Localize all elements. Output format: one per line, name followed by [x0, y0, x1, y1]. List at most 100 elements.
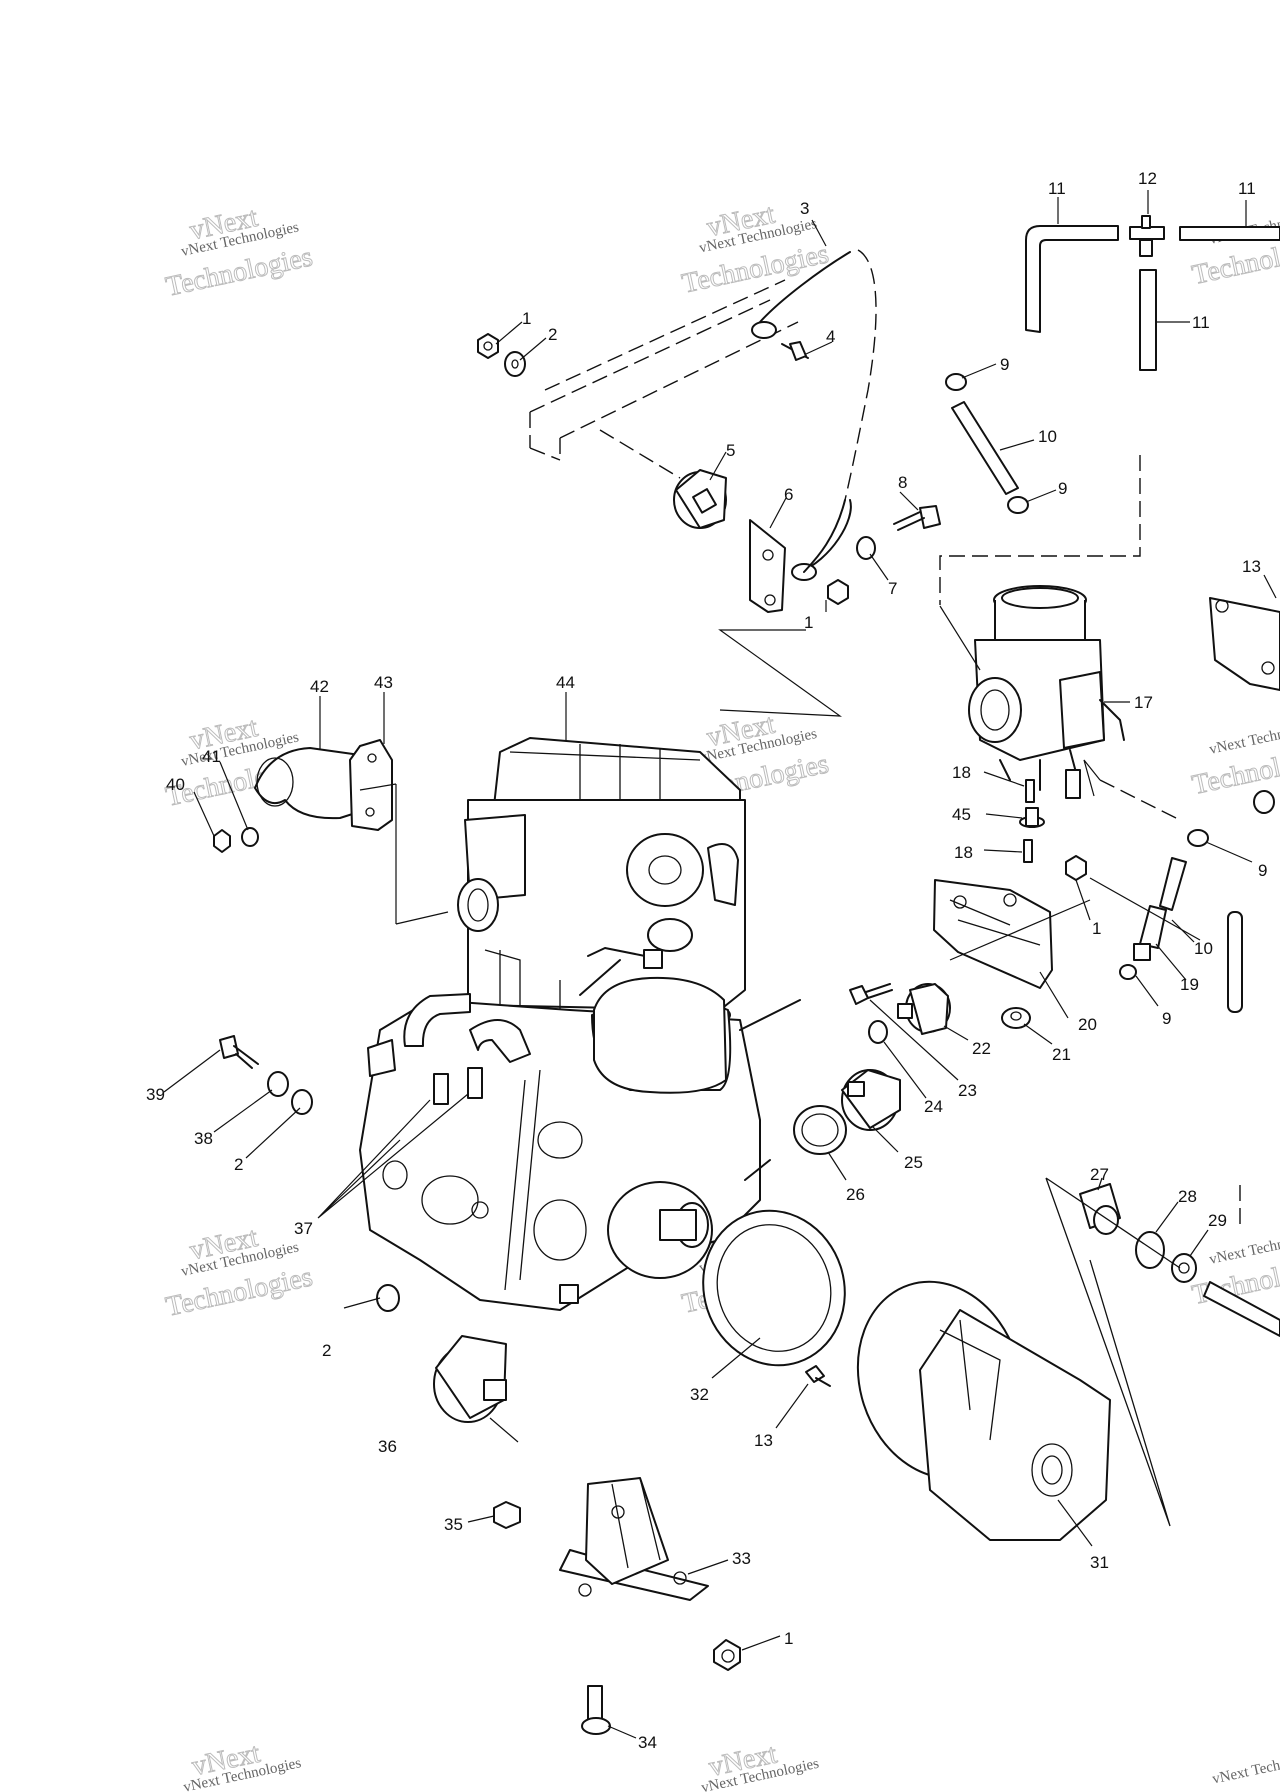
engine-block-44 — [359, 737, 801, 1311]
nut-right — [1253, 790, 1275, 814]
callout-7: 7 — [888, 579, 897, 598]
washer-38 — [267, 1071, 289, 1097]
ground-strap — [751, 251, 852, 581]
callout-28: 28 — [1178, 1187, 1197, 1206]
watermark-top-left: vNext vNext Technologies Technologies — [163, 201, 316, 303]
hose-clamp-9-low — [1119, 964, 1137, 980]
callout-13-top: 13 — [1242, 557, 1261, 576]
rubber-mount-5 — [673, 469, 727, 529]
callout-32: 32 — [690, 1385, 709, 1404]
nut-bracket — [827, 579, 849, 605]
nut-top — [477, 333, 499, 359]
nut-35 — [493, 1501, 521, 1529]
washer-7 — [856, 536, 876, 560]
watermark-bottom-left: vNext vNext Technologies — [182, 1737, 303, 1792]
watermark-text: vNext Technologies — [1208, 1227, 1280, 1268]
callout-9-low: 9 — [1162, 1009, 1171, 1028]
intake-boot-42 — [254, 747, 366, 820]
bushing-27 — [1079, 1183, 1121, 1235]
coupler-25 — [841, 1069, 901, 1131]
elbow-hose-11 — [1025, 225, 1119, 333]
callout-1-bottom: 1 — [784, 1629, 793, 1648]
callout-1: 1 — [522, 309, 531, 328]
washer-28 — [1135, 1231, 1165, 1269]
callout-36: 36 — [378, 1437, 397, 1456]
callout-5: 5 — [726, 441, 735, 460]
grommet-45 — [1019, 807, 1045, 828]
callout-31: 31 — [1090, 1553, 1109, 1572]
clutch-cover-31 — [856, 1280, 1111, 1541]
callout-11-right: 11 — [1238, 179, 1256, 198]
callout-2-lower: 2 — [322, 1341, 331, 1360]
washer-2-left — [291, 1089, 313, 1115]
callout-44: 44 — [556, 673, 575, 692]
callout-39: 39 — [146, 1085, 165, 1104]
carburetor-17 — [968, 585, 1125, 799]
pin-18-top — [1025, 779, 1035, 803]
bracket-13-top — [1209, 597, 1280, 691]
callout-38: 38 — [194, 1129, 213, 1148]
hose-clamp-9-mid — [1007, 496, 1029, 514]
bolt-4 — [781, 341, 809, 361]
callout-26: 26 — [846, 1185, 865, 1204]
rubber-mount-22 — [897, 983, 951, 1035]
callout-29: 29 — [1208, 1211, 1227, 1230]
callout-21: 21 — [1052, 1045, 1071, 1064]
fuel-hose-10-right — [1159, 857, 1187, 911]
callout-18-bottom: 18 — [954, 843, 973, 862]
callout-40: 40 — [166, 775, 185, 794]
engine-mount-33 — [559, 1477, 709, 1601]
washer-41 — [241, 827, 259, 847]
callout-labels: 1 2 3 4 5 6 7 8 9 10 9 11 12 11 11 13 17… — [146, 169, 1267, 1752]
frame-rail-phantom — [529, 249, 1241, 1230]
washer-2-lower — [376, 1284, 400, 1312]
callout-9-mid: 9 — [1058, 479, 1067, 498]
fuel-hose-10-top — [951, 401, 1019, 495]
callout-1-bracket: 1 — [1092, 919, 1101, 938]
callout-41: 41 — [202, 747, 221, 766]
lock-washer-29 — [1171, 1253, 1197, 1283]
nut-40 — [213, 829, 231, 853]
callout-35: 35 — [444, 1515, 463, 1534]
callout-4: 4 — [826, 327, 835, 346]
callout-1-mid: 1 — [804, 613, 813, 632]
gasket-32 — [702, 1209, 846, 1367]
tee-fitting-12 — [1129, 215, 1165, 257]
straight-hose-11-vertical — [1139, 269, 1157, 371]
callout-3: 3 — [800, 199, 809, 218]
bolt-34 — [581, 1685, 611, 1735]
fuel-filter-19 — [1133, 905, 1167, 961]
callout-2-left: 2 — [234, 1155, 243, 1174]
watermark-top-right: vNext Technologies Technologies — [1189, 207, 1280, 291]
callout-37: 37 — [294, 1219, 313, 1238]
callout-23: 23 — [958, 1081, 977, 1100]
callout-11-left: 11 — [1048, 179, 1066, 198]
callout-2: 2 — [548, 325, 557, 344]
washer-24 — [868, 1020, 888, 1044]
bolt-8 — [893, 505, 941, 531]
callout-18-top: 18 — [952, 763, 971, 782]
leader-lines — [163, 190, 1277, 1739]
pin-18-bottom — [1023, 839, 1033, 863]
detail-bracket-outline — [1045, 1177, 1181, 1527]
callout-24: 24 — [924, 1097, 943, 1116]
hose-clamp-9-right — [1187, 829, 1209, 847]
hose-clamp-9-top — [945, 373, 967, 391]
watermark-bottom-right: vNext Technologies — [1211, 1747, 1280, 1788]
bolt-39 — [219, 1035, 259, 1069]
callout-27: 27 — [1090, 1165, 1109, 1184]
callout-8: 8 — [898, 473, 907, 492]
straight-hose-11-right — [1179, 226, 1280, 241]
callout-6: 6 — [784, 485, 793, 504]
nut-near-bracket-20 — [1065, 855, 1087, 881]
callout-10-right: 10 — [1194, 939, 1213, 958]
callout-19: 19 — [1180, 975, 1199, 994]
bolt-23 — [849, 983, 893, 1005]
callout-10-top: 10 — [1038, 427, 1057, 446]
watermark-mid-right: vNext Technologies Technologies — [1189, 717, 1280, 801]
callout-13-bottom: 13 — [754, 1431, 773, 1450]
nut-21 — [1001, 1007, 1031, 1029]
callout-9-top: 9 — [1000, 355, 1009, 374]
watermark-text: vNext Technologies — [1208, 717, 1280, 758]
